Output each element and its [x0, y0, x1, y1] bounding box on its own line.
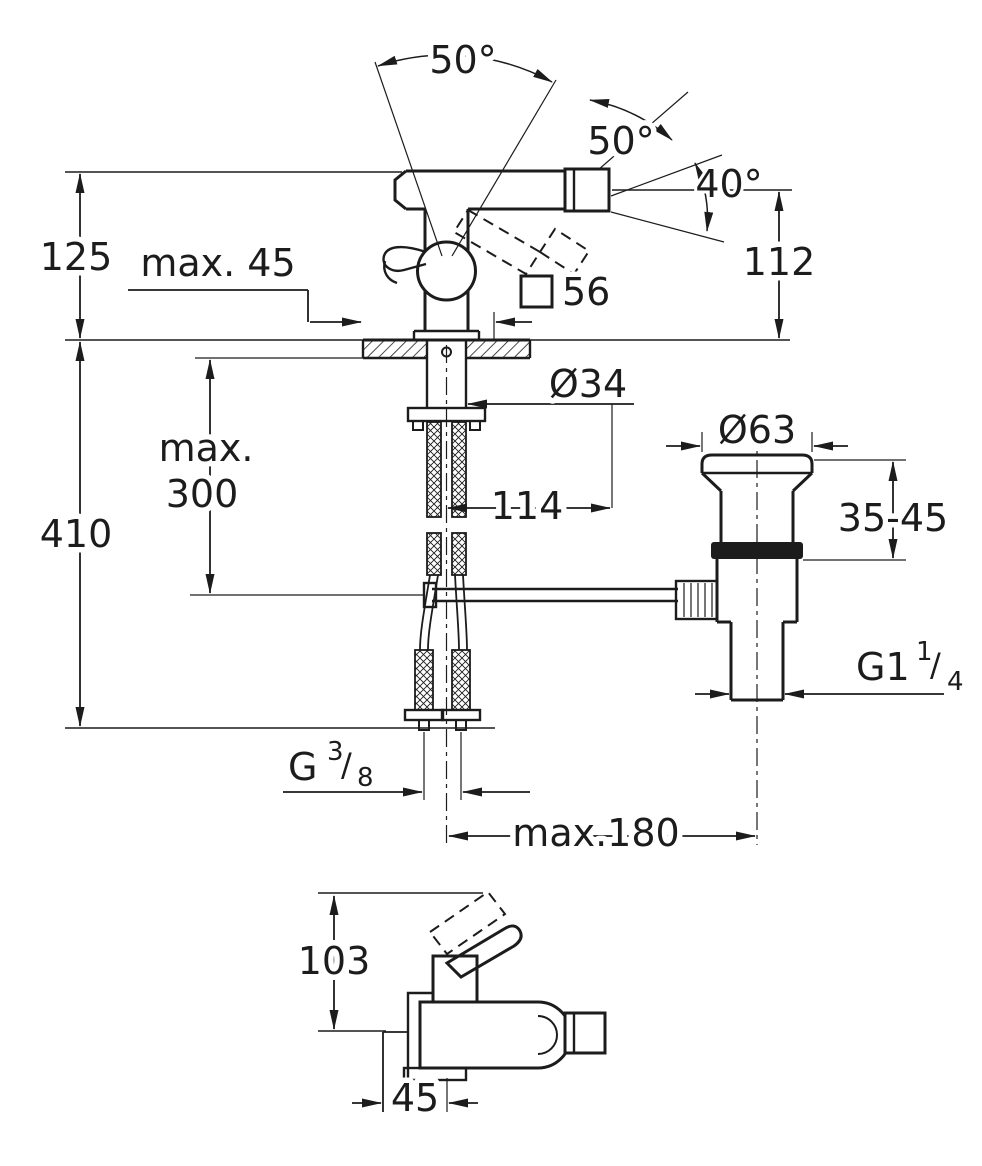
deck-hatch-left: [363, 341, 426, 358]
label-g114-base: G1: [856, 645, 910, 689]
label-diameter-34: Ø34: [549, 362, 627, 406]
label-112: 112: [743, 240, 816, 284]
label-max-45: max. 45: [140, 241, 295, 285]
label-angle-50-spout: 50°: [587, 119, 654, 163]
shank-hole: [441, 346, 452, 358]
side-main-body: [418, 1000, 573, 1070]
label-max-180: max.180: [512, 811, 679, 855]
label-g38-base: G: [288, 745, 317, 789]
label-g38-slash: /: [341, 746, 352, 784]
square-symbol: [519, 274, 554, 309]
centerlines: [445, 345, 758, 845]
label-103: 103: [298, 939, 371, 983]
deck-hatch-right: [466, 341, 529, 358]
hose-nut-stem-left: [418, 719, 430, 731]
label-g38-denominator: 8: [357, 763, 374, 793]
faucet-side-view: [402, 890, 607, 1082]
label-g114-slash: /: [930, 646, 941, 684]
label-diameter-63: Ø63: [718, 408, 796, 452]
lever-tip: [383, 260, 398, 285]
side-upper-body: [431, 954, 479, 1002]
supply-hose-right-lower: [451, 532, 467, 576]
waste-tailpiece: [729, 622, 785, 702]
dimension-labels: 50° 50° 40° 125 max. 45 112 56 Ø34 max. …: [34, 33, 966, 1126]
hose-nut-right: [440, 708, 482, 722]
supply-hose-left-upper: [426, 421, 442, 518]
side-base-plate: [402, 1066, 468, 1082]
label-125: 125: [40, 235, 113, 279]
knob-knurling: [683, 583, 713, 617]
tilt-line-lower: [610, 211, 725, 243]
label-max-300-line2: 300: [166, 472, 239, 516]
cartridge-joint-circle: [416, 240, 477, 302]
tilt-line-upper: [610, 154, 723, 197]
rod-adjuster-knob: [674, 579, 719, 621]
mounting-bolt-left: [412, 420, 424, 431]
supply-hose-left-lower: [426, 532, 442, 576]
mixer-lever-handle: [382, 245, 427, 272]
waste-flange-top: [700, 453, 814, 473]
waste-upper-body: [719, 491, 795, 542]
hose-nut-left: [403, 708, 445, 722]
side-body-inner-arc: [537, 1015, 558, 1055]
side-back-plate: [406, 991, 433, 1078]
label-45: 45: [391, 1076, 439, 1120]
arc-40-tilt: [694, 162, 714, 232]
mounting-bolt-right: [469, 420, 481, 431]
hose-end-left: [414, 649, 434, 711]
waste-assembly: [674, 453, 814, 702]
mounting-deck: [361, 338, 532, 360]
label-410: 410: [40, 512, 113, 556]
spout-left-end: [393, 169, 407, 211]
waste-seal-ring: [711, 542, 803, 559]
pop-up-rod-connector: [422, 581, 438, 609]
spout-outlet-box: [563, 167, 611, 213]
arc-50-handle: [377, 54, 553, 83]
base-escutcheon: [412, 329, 481, 340]
hose-nut-stem-right: [455, 719, 467, 731]
label-square-56: 56: [562, 270, 610, 314]
faucet-front-view: [382, 167, 611, 340]
side-lever-handle: [444, 924, 523, 979]
label-g38-numerator: 3: [327, 737, 344, 767]
label-114: 114: [491, 484, 564, 528]
outlet-swivel-dashed-position: [538, 227, 591, 276]
dimension-lines: [75, 54, 944, 1108]
arc-50-spout: [589, 99, 673, 141]
label-g114-denominator: 4: [947, 667, 964, 697]
label-g114-numerator: 1: [916, 637, 933, 667]
handle-swing-line-right: [451, 79, 557, 257]
spout-swivel-dashed-position: [452, 208, 542, 276]
handle-swing-line-left: [374, 61, 443, 257]
label-angle-40: 40°: [695, 162, 762, 206]
side-spout-dashed: [428, 890, 507, 956]
supply-hose-right-upper: [451, 421, 467, 518]
max45-leader: [128, 289, 309, 322]
mounting-washer: [406, 406, 487, 423]
label-angle-50-handle: 50°: [429, 38, 496, 82]
label-max-300-line1: max.: [159, 426, 254, 470]
label-35-45: 35-45: [838, 496, 948, 540]
hose-end-right: [451, 649, 471, 711]
hose-tube-right: [454, 574, 468, 651]
waste-flange-taper: [700, 471, 814, 493]
side-outlet-box: [563, 1011, 607, 1055]
below-deck-installation: [403, 340, 678, 731]
